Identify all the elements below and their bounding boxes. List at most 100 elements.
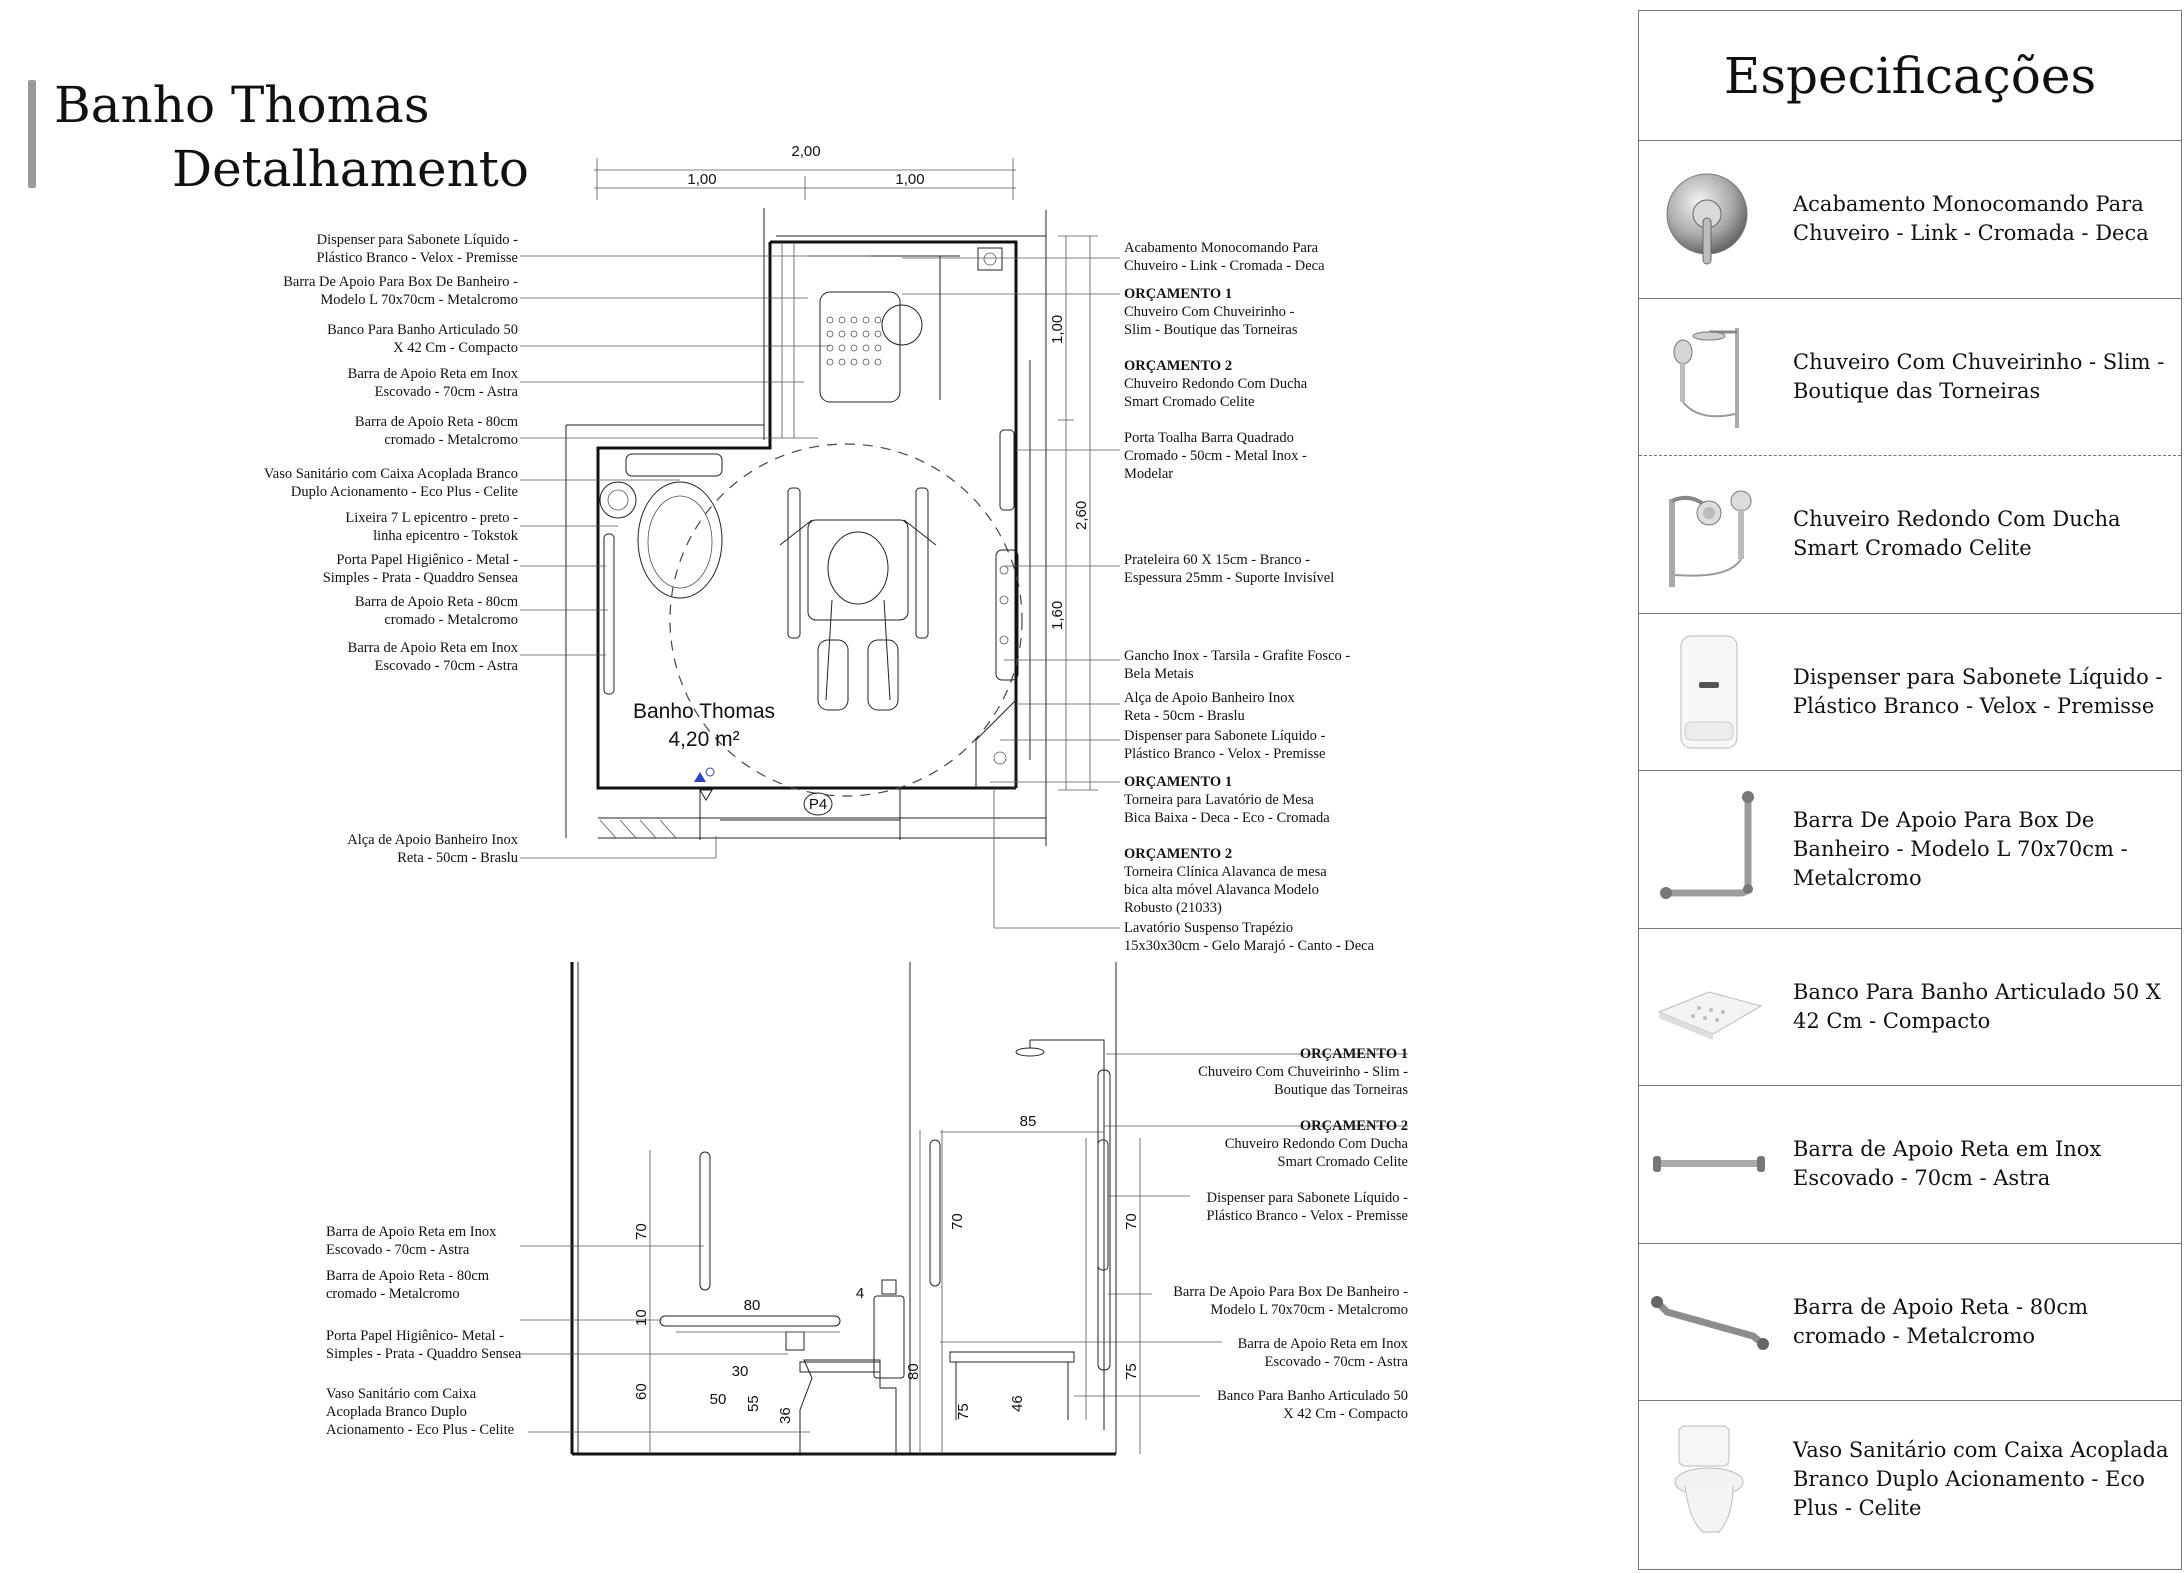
elev-dim-80v: 80	[905, 1363, 922, 1380]
spec-item-text: Chuveiro Redondo Com Ducha Smart Cromado…	[1793, 507, 2121, 561]
elev-right-e5b: Escovado - 70cm - Astra	[1265, 1354, 1409, 1370]
elev-left-3b: Simples - Prata - Quaddro Sensea	[326, 1346, 522, 1362]
dim-top-total: 2,00	[791, 143, 820, 160]
spec-item: Barra de Apoio Reta em Inox Escovado - 7…	[1639, 1086, 2181, 1244]
elev-right-e5a: Barra de Apoio Reta em Inox	[1238, 1336, 1409, 1352]
elevation-right-labels: ORÇAMENTO 1 Chuveiro Com Chuveirinho - S…	[1173, 1046, 1409, 1422]
plan-left-label-2a: Barra De Apoio Para Box De Banheiro -	[283, 274, 518, 290]
plan-right-r4c: Modelar	[1124, 466, 1173, 482]
elev-right-e2-head: ORÇAMENTO 2	[1300, 1118, 1408, 1134]
elevation-view: 70 10 60 80 30 50 55 36 4 80 85 70 75 46…	[326, 962, 1409, 1456]
plan-right-r8b: Plástico Branco - Velox - Premisse	[1124, 746, 1326, 762]
spec-item: Chuveiro Com Chuveirinho - Slim - Boutiq…	[1639, 299, 2181, 456]
plan-right-r5b: Espessura 25mm - Suporte Invisível	[1124, 570, 1334, 586]
elev-dim-80: 80	[744, 1297, 761, 1314]
elev-left-2b: cromado - Metalcromo	[326, 1286, 460, 1302]
plan-right-r2a: Chuveiro Com Chuveirinho -	[1124, 304, 1295, 320]
spec-item-text: Acabamento Monocomando Para Chuveiro - L…	[1793, 192, 2149, 246]
spec-item-text: Banco Para Banho Articulado 50 X 42 Cm -…	[1793, 979, 2161, 1033]
plan-right-r10b: bica alta móvel Alavanca Modelo	[1124, 882, 1319, 898]
specifications-header: Especificações	[1639, 11, 2181, 141]
dim-right-b: 2,60	[1073, 501, 1090, 530]
elev-right-e3b: Plástico Branco - Velox - Premisse	[1207, 1208, 1409, 1224]
plan-left-label-1a: Dispenser para Sabonete Líquido -	[317, 232, 519, 248]
elev-dim-10: 10	[633, 1309, 650, 1326]
page-title: Banho Thomas	[54, 76, 430, 134]
plan-left-label-4a: Barra de Apoio Reta em Inox	[348, 366, 519, 382]
plan-right-r9a: Torneira para Lavatório de Mesa	[1124, 792, 1314, 808]
plan-right-r11b: 15x30x30cm - Gelo Marajó - Canto - Deca	[1124, 938, 1375, 954]
shower-set-slim-icon	[1649, 312, 1769, 442]
straight-grab-bar-icon	[1649, 1099, 1769, 1229]
elev-dim-60: 60	[633, 1383, 650, 1400]
plan-right-r1b: Chuveiro - Link - Cromada - Deca	[1124, 258, 1325, 274]
technical-drawing: 2,00 1,00 1,00	[264, 143, 1409, 1456]
plan-right-r7b: Reta - 50cm - Braslu	[1124, 708, 1245, 724]
elev-right-e2a: Chuveiro Redondo Com Ducha	[1225, 1136, 1409, 1152]
plan-left-label-11b: Reta - 50cm - Braslu	[397, 850, 518, 866]
toilet-icon	[1649, 1415, 1769, 1545]
spec-item: Chuveiro Redondo Com Ducha Smart Cromado…	[1639, 456, 2181, 614]
plan-right-r5a: Prateleira 60 X 15cm - Branco -	[1124, 552, 1310, 568]
elev-right-e1a: Chuveiro Com Chuveirinho - Slim -	[1198, 1064, 1408, 1080]
wheelchair-figure	[779, 487, 937, 711]
elev-right-e4a: Barra De Apoio Para Box De Banheiro -	[1173, 1284, 1408, 1300]
plan-right-r4a: Porta Toalha Barra Quadrado	[1124, 430, 1294, 446]
plan-left-label-7a: Lixeira 7 L epicentro - preto -	[345, 510, 518, 526]
elev-left-2a: Barra de Apoio Reta - 80cm	[326, 1268, 490, 1284]
elevation-leaders	[520, 1053, 1408, 1433]
l-grab-bar-icon	[1649, 784, 1769, 914]
shower-set-round-icon	[1649, 469, 1769, 599]
spec-item: Vaso Sanitário com Caixa Acoplada Branco…	[1639, 1401, 2181, 1559]
specifications-title: Especificações	[1723, 46, 2097, 105]
plan-right-r8a: Dispenser para Sabonete Líquido -	[1124, 728, 1326, 744]
elev-dim-30: 30	[732, 1363, 749, 1380]
plan-left-label-3a: Banco Para Banho Articulado 50	[327, 322, 518, 338]
elev-right-e3a: Dispenser para Sabonete Líquido -	[1207, 1190, 1409, 1206]
plan-right-r4b: Cromado - 50cm - Metal Inox -	[1124, 448, 1307, 464]
spec-item: Banco Para Banho Articulado 50 X 42 Cm -…	[1639, 929, 2181, 1086]
spec-item-text: Vaso Sanitário com Caixa Acoplada Branco…	[1793, 1438, 2169, 1521]
elev-dim-36: 36	[777, 1407, 794, 1424]
dim-top-right: 1,00	[895, 171, 924, 188]
plan-left-label-1b: Plástico Branco - Velox - Premisse	[317, 250, 519, 266]
elev-dim-55: 55	[745, 1395, 762, 1412]
spec-item-text: Barra De Apoio Para Box De Banheiro - Mo…	[1793, 807, 2128, 890]
plan-left-label-9a: Barra de Apoio Reta - 80cm	[355, 594, 519, 610]
room-name: Banho Thomas	[633, 700, 775, 723]
elev-dim-75a: 75	[955, 1403, 972, 1420]
spec-item: Barra de Apoio Reta - 80cm cromado - Met…	[1639, 1244, 2181, 1401]
plan-right-r10-head: ORÇAMENTO 2	[1124, 846, 1232, 862]
plan-left-label-10a: Barra de Apoio Reta em Inox	[348, 640, 519, 656]
spec-item-text: Barra de Apoio Reta em Inox Escovado - 7…	[1793, 1137, 2102, 1191]
plan-right-r3-head: ORÇAMENTO 2	[1124, 358, 1232, 374]
elev-right-e6b: X 42 Cm - Compacto	[1283, 1406, 1408, 1422]
elev-dim-70a: 70	[633, 1223, 650, 1240]
door-tag: P4	[809, 796, 827, 813]
elev-left-4b: Acoplada Branco Duplo	[326, 1404, 467, 1420]
plan-right-r10a: Torneira Clínica Alavanca de mesa	[1124, 864, 1327, 880]
specifications-panel: Especificações Acabamento Monocomando Pa…	[1638, 10, 2182, 1570]
plan-right-leaders	[902, 257, 1120, 929]
title-accent-bar	[28, 80, 36, 188]
plan-left-label-6b: Duplo Acionamento - Eco Plus - Celite	[291, 484, 518, 500]
shower-bench-holes	[826, 316, 882, 366]
plan-left-label-2b: Modelo L 70x70cm - Metalcromo	[320, 292, 518, 308]
spec-item: Acabamento Monocomando Para Chuveiro - L…	[1639, 141, 2181, 299]
elev-left-4c: Acionamento - Eco Plus - Celite	[326, 1422, 514, 1438]
plan-left-label-5a: Barra de Apoio Reta - 80cm	[355, 414, 519, 430]
elev-dim-50: 50	[710, 1391, 727, 1408]
plan-right-r1a: Acabamento Monocomando Para	[1124, 240, 1319, 256]
plan-left-label-4b: Escovado - 70cm - Astra	[375, 384, 519, 400]
plan-right-r7a: Alça de Apoio Banheiro Inox	[1124, 690, 1295, 706]
spec-item-text: Chuveiro Com Chuveirinho - Slim - Boutiq…	[1793, 349, 2165, 403]
elev-right-e4b: Modelo L 70x70cm - Metalcromo	[1210, 1302, 1408, 1318]
spec-item-text: Dispenser para Sabonete Líquido - Plásti…	[1793, 664, 2163, 718]
plan-right-r9b: Bica Baixa - Deca - Eco - Cromada	[1124, 810, 1330, 826]
elev-dim-4: 4	[856, 1285, 864, 1302]
plan-left-label-3b: X 42 Cm - Compacto	[393, 340, 518, 356]
elev-right-e2b: Smart Cromado Celite	[1278, 1154, 1408, 1170]
elev-dim-46: 46	[1009, 1395, 1026, 1412]
dim-right-c: 1,60	[1049, 601, 1066, 630]
plan-left-label-11a: Alça de Apoio Banheiro Inox	[347, 832, 518, 848]
